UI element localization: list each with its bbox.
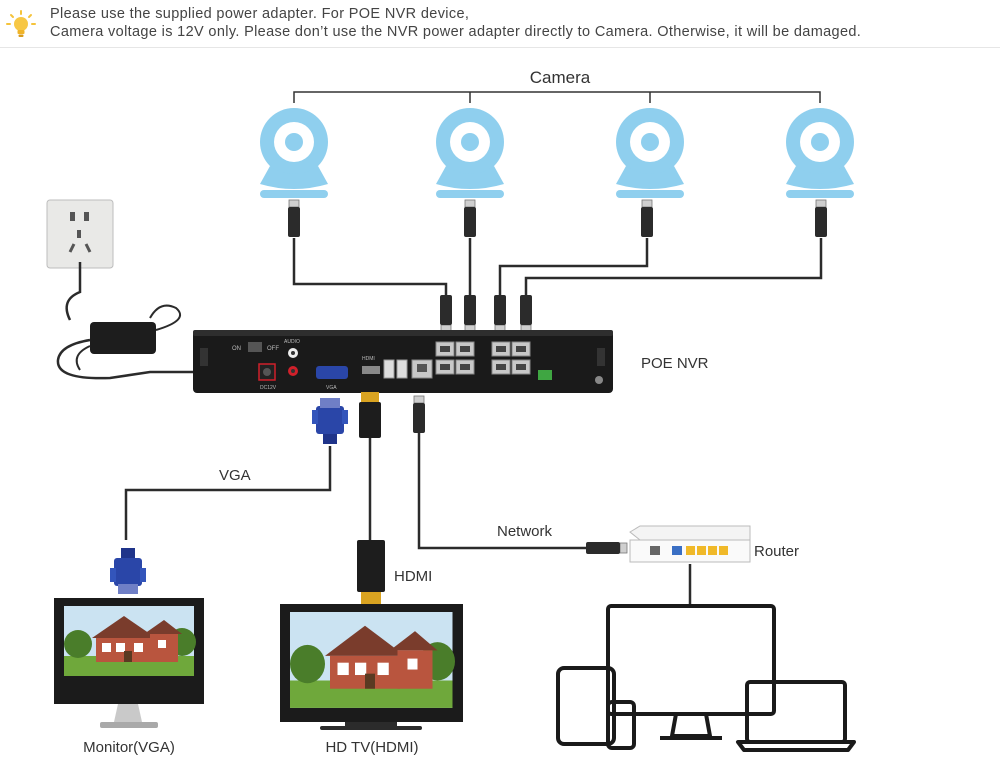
- notice-line-2: Camera voltage is 12V only. Please don’t…: [50, 24, 862, 40]
- network-cable: [417, 432, 588, 550]
- usb-port: [383, 359, 395, 379]
- alarm-terminal: [538, 370, 552, 380]
- rj45-plug-icon: [287, 199, 301, 238]
- camera-icon: [436, 108, 504, 198]
- switch-off-label: OFF: [267, 346, 279, 352]
- router-icon: [629, 525, 751, 563]
- hdmi-port-label: HDMI: [362, 356, 375, 362]
- hdmi-plug-icon: [357, 540, 385, 604]
- notice-banner: Please use the supplied power adapter. F…: [0, 0, 1000, 48]
- vga-port-label: VGA: [326, 385, 337, 391]
- rj45-plug-icon: [814, 199, 828, 238]
- power-adapter-icon: [56, 262, 195, 380]
- camera-icon: [616, 108, 684, 198]
- notice-divider: [0, 47, 1000, 48]
- network-label: Network: [497, 523, 553, 540]
- ground-screw: [595, 376, 603, 384]
- notice-line-1: Please use the supplied power adapter. F…: [50, 6, 470, 22]
- tablet-icon: [556, 666, 616, 746]
- rj45-plug-icon: [412, 395, 426, 434]
- hd-tv-icon: [280, 604, 463, 730]
- switch-on-label: ON: [232, 346, 241, 352]
- nvr-label: POE NVR: [641, 355, 709, 372]
- vga-plug-icon: [110, 548, 146, 594]
- vga-port: [316, 366, 348, 379]
- poe-nvr-device: ON OFF DC12V AUDIO VGA HDMI: [193, 330, 613, 393]
- tv-label: HD TV(HDMI): [325, 739, 418, 756]
- rj45-plug-icon: [640, 199, 654, 238]
- rj45-plug-icon: [439, 294, 453, 333]
- vga-cable: [124, 446, 332, 540]
- audio-label: AUDIO: [284, 339, 300, 345]
- desktop-pc-icon: [606, 604, 776, 740]
- dc-label: DC12V: [260, 385, 277, 391]
- vga-plug-icon: [312, 398, 348, 444]
- rj45-plug-icon: [463, 199, 477, 238]
- rj45-plug-icon: [463, 294, 477, 333]
- camera-label: Camera: [530, 68, 591, 87]
- rj45-plug-icon: [519, 294, 533, 333]
- rj45-plug-icon: [586, 542, 620, 554]
- output-cables: [124, 432, 692, 604]
- vga-monitor-icon: [54, 598, 204, 728]
- usb-port: [396, 359, 408, 379]
- hdmi-port: [362, 366, 380, 374]
- camera-icon: [786, 108, 854, 198]
- rj45-plug-icon: [493, 294, 507, 333]
- monitor-label: Monitor(VGA): [83, 739, 175, 756]
- camera-group: Camera: [260, 68, 854, 198]
- phone-icon: [606, 700, 636, 750]
- laptop-icon: [736, 680, 856, 752]
- power-switch: [248, 342, 262, 352]
- hdmi-plug-icon: [359, 392, 381, 438]
- hdmi-label: HDMI: [394, 568, 432, 585]
- client-devices: [556, 604, 856, 752]
- wall-socket-icon: [46, 199, 114, 269]
- camera-cables: [292, 238, 823, 300]
- router-label: Router: [754, 543, 799, 560]
- camera-bracket: [293, 91, 821, 103]
- lightbulb-icon: [6, 10, 36, 37]
- vga-label: VGA: [219, 467, 251, 484]
- camera-icon: [260, 108, 328, 198]
